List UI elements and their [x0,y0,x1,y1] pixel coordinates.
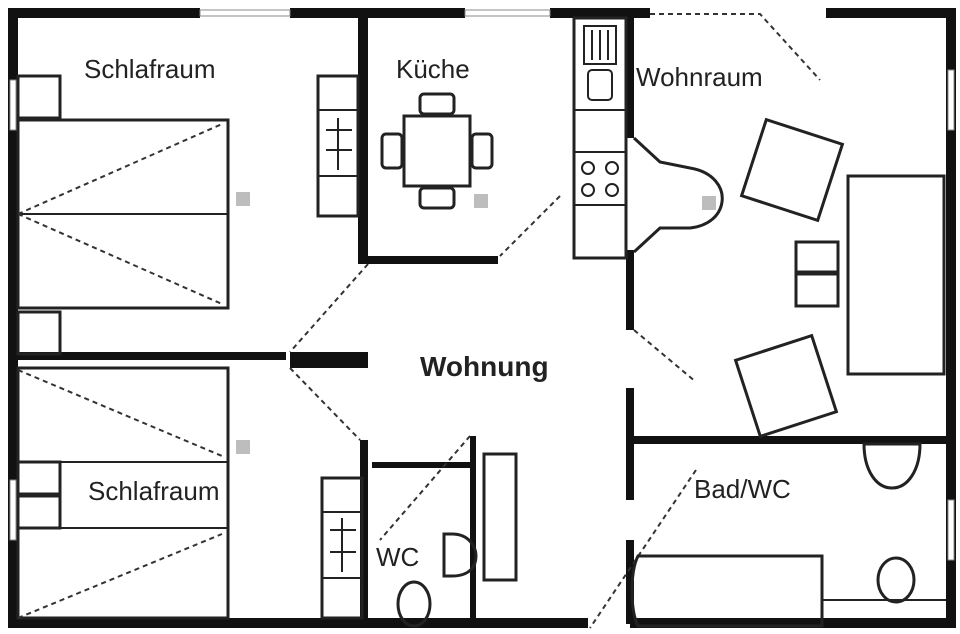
outer-walls [8,8,956,628]
vent-marker [236,192,250,206]
room-label-schlafraum-bottom: Schlafraum [88,476,220,506]
armchair-bottom [733,333,839,439]
windows [9,9,955,561]
sofa [846,174,946,376]
room-label-schlafraum-top: Schlafraum [84,54,216,84]
dining-table [380,92,494,210]
vent-marker [236,440,250,454]
bathroom-fixtures [630,442,946,628]
room-label-wohnung: Wohnung [420,351,549,382]
room-label-wohnraum: Wohnraum [636,62,763,92]
room-label-bad-wc: Bad/WC [694,474,791,504]
door-swings [289,13,821,629]
wardrobe-bottom [320,476,364,620]
room-label-wc: WC [376,542,419,572]
armchair-top [739,117,845,223]
bed-bottom [16,366,230,620]
side-table [794,240,840,308]
bed-top [16,74,230,356]
wc-fixtures [396,452,518,628]
kitchen-counter [572,16,628,260]
fireplace [632,136,724,254]
vent-marker [702,196,716,210]
vent-marker [474,194,488,208]
room-label-kueche: Küche [396,54,470,84]
wardrobe-top [316,74,360,218]
interior-walls [14,14,952,626]
